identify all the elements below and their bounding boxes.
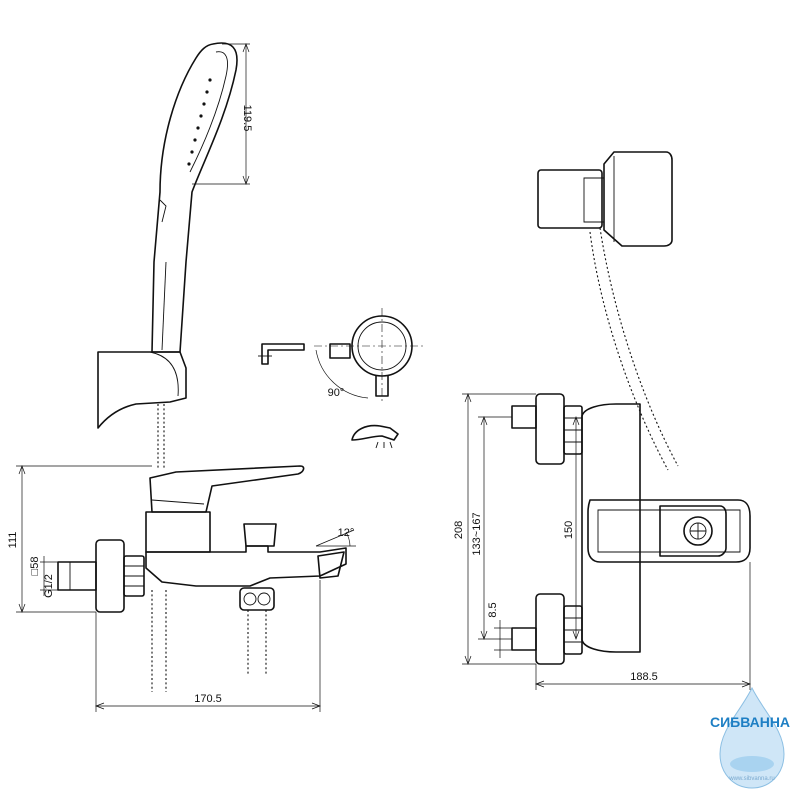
shower-symbol bbox=[351, 424, 399, 441]
dimension-label-g12: G1/2 bbox=[43, 574, 55, 598]
lever-handle bbox=[149, 465, 305, 513]
dimension-offset: 8.5 bbox=[487, 602, 512, 658]
dimension-label-188-5: 188.5 bbox=[630, 671, 658, 683]
dimension-label-170-5: 170.5 bbox=[194, 693, 222, 705]
mixer-body-side bbox=[581, 403, 751, 653]
dimension-label-150: 150 bbox=[563, 521, 575, 539]
front-view: 119.5 111 □58 G1/2 12° 170.5 bbox=[7, 42, 356, 712]
dimension-label-90deg: 90° bbox=[328, 387, 345, 399]
dimension-label-119-5: 119.5 bbox=[241, 105, 253, 132]
dimension-label-12deg: 12° bbox=[338, 527, 355, 539]
dimension-height-outer: 208 bbox=[453, 393, 536, 665]
spray-nozzles bbox=[187, 78, 212, 166]
dimension-label-8-5: 8.5 bbox=[487, 602, 499, 617]
shower-holder bbox=[97, 351, 187, 429]
brand-name: СИБВАННА bbox=[710, 714, 790, 730]
dimension-center-range: 133~167 bbox=[471, 416, 512, 640]
mixer-body bbox=[145, 511, 356, 587]
dimension-label-111: 111 bbox=[7, 532, 19, 549]
water-drop-logo bbox=[719, 686, 785, 789]
dimension-width-top: 188.5 bbox=[535, 562, 751, 690]
lower-connector bbox=[511, 593, 583, 665]
dimension-handshower-length: 119.5 bbox=[192, 43, 253, 185]
wall-holder bbox=[537, 151, 673, 247]
dimension-width-front: 170.5 bbox=[95, 580, 321, 712]
dimension-overall-height: 111 bbox=[7, 465, 152, 613]
brand-url: www.sibvanna.ru bbox=[728, 776, 774, 782]
dimension-label-133-167: 133~167 bbox=[471, 512, 483, 555]
hose-outlet bbox=[151, 587, 275, 692]
upper-connector bbox=[511, 393, 583, 465]
hand-shower bbox=[151, 42, 238, 353]
hose-right bbox=[589, 231, 669, 471]
dimension-label-square58: □58 bbox=[29, 557, 41, 576]
brand-watermark: СИБВАННА www.sibvanna.ru bbox=[710, 686, 790, 789]
dimension-label-208: 208 bbox=[453, 521, 465, 539]
side-view: 208 133~167 150 8.5 188.5 bbox=[453, 151, 751, 690]
rotation-detail: 90° bbox=[258, 308, 426, 449]
wall-connector bbox=[57, 539, 145, 613]
dimension-center-distance: 150 bbox=[563, 416, 580, 640]
dimension-connector: □58 G1/2 bbox=[29, 556, 58, 598]
